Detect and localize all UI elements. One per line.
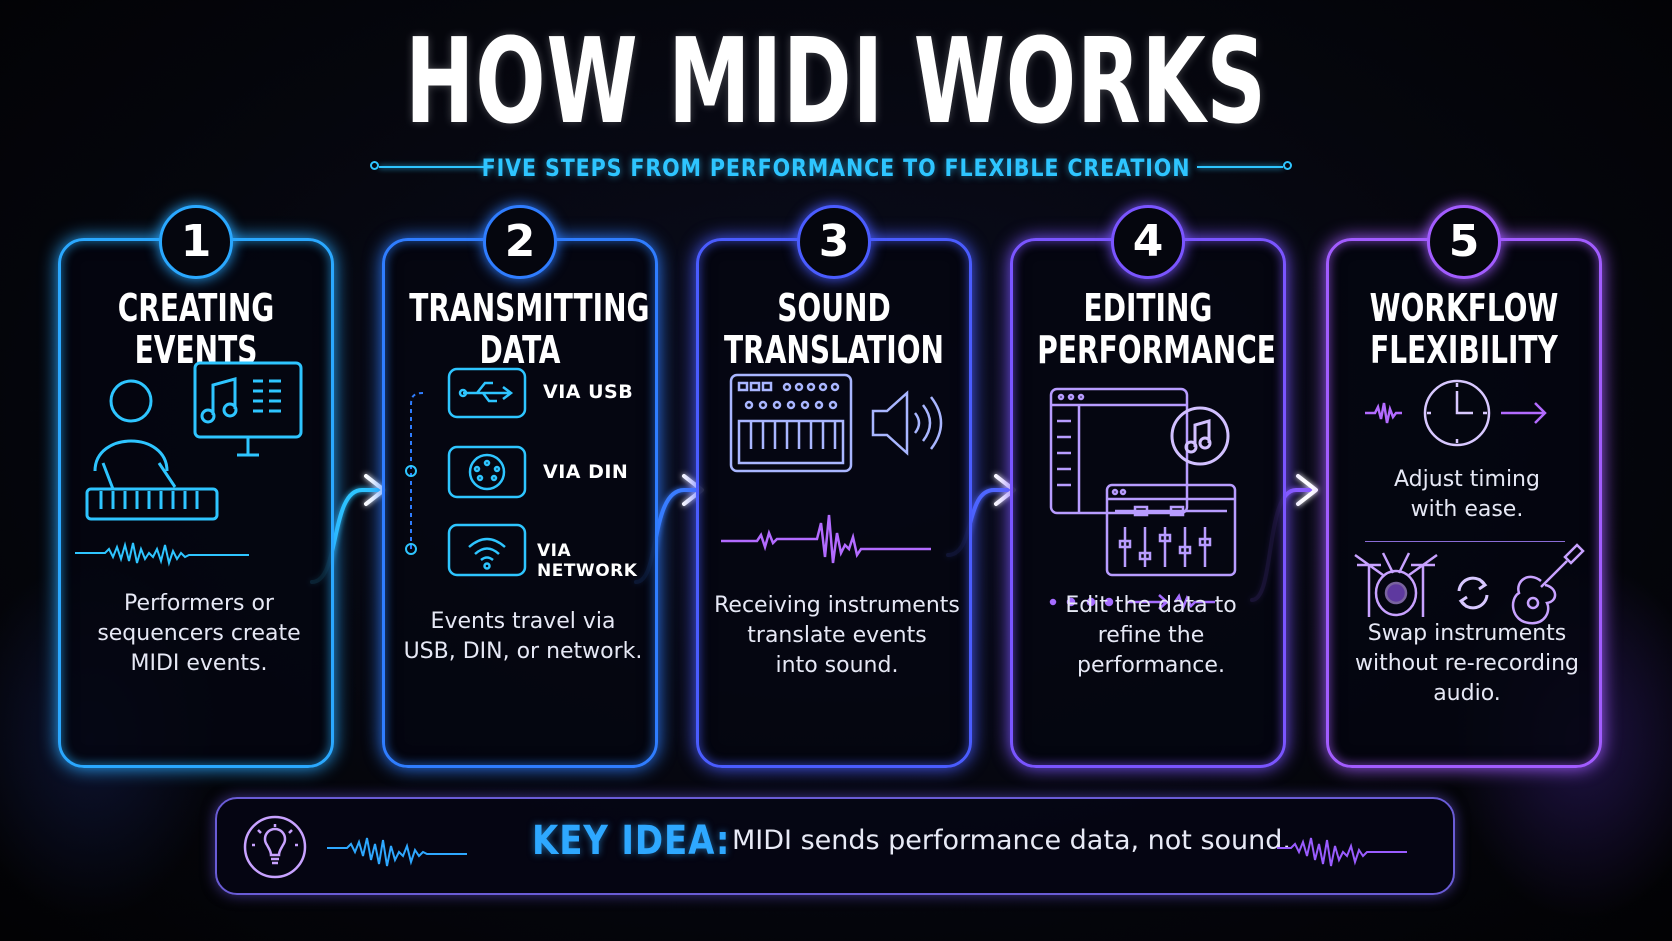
person-at-keyboard-icon [83, 371, 223, 531]
step-number-badge: 3 [797, 205, 871, 279]
step-card-4: 4 EDITING PERFORMANCE [1010, 205, 1286, 768]
subtitle-dot-right [1283, 161, 1292, 170]
page-subtitle: FIVE STEPS FROM PERFORMANCE TO FLEXIBLE … [481, 154, 1191, 182]
wifi-icon [447, 523, 527, 577]
step-card-5: 5 WORKFLOW FLEXIBILITY Adjust timing wit… [1326, 205, 1602, 768]
connection-bus-line [405, 392, 424, 555]
clock-icon [1365, 377, 1565, 449]
step-title-line: CREATING [117, 286, 275, 330]
step-description: Receiving instruments translate events i… [709, 591, 965, 681]
timing-description-line: Adjust timing [1394, 467, 1540, 492]
step-title-line: TRANSMITTING [409, 286, 650, 330]
waveform-icon [75, 531, 305, 575]
step-title: EDITING PERFORMANCE [1037, 286, 1276, 372]
step-description-line: MIDI events. [130, 651, 268, 676]
waveform-icon [721, 509, 953, 573]
mixer-window-icon [1105, 483, 1237, 577]
step-description-line: Swap instruments [1367, 621, 1567, 646]
divider [1365, 541, 1565, 542]
step-number-badge: 1 [159, 205, 233, 279]
step-title-line: EDITING [1083, 286, 1213, 330]
data-flow-icon [1043, 587, 1263, 617]
step-title-line: TRANSLATION [723, 328, 945, 372]
key-idea-box: KEY IDEA: MIDI sends performance data, n… [215, 797, 1455, 895]
subtitle-dot-left [370, 161, 379, 170]
step-description-line: translate events [747, 623, 927, 648]
timing-description: Adjust timing with ease. [1339, 465, 1595, 525]
via-usb-label: VIA USB [543, 381, 634, 403]
via-network-label: VIA NETWORK [537, 541, 638, 581]
timing-description-line: with ease. [1410, 497, 1524, 522]
waveform-icon [327, 821, 517, 875]
step-description-line: sequencers create [97, 621, 301, 646]
via-din-label: VIA DIN [543, 461, 629, 483]
key-idea-text: MIDI sends performance data, not sound. [732, 825, 1291, 856]
synth-module-icon [729, 373, 853, 473]
step-description-line: refine the [1097, 623, 1205, 648]
key-idea-label: KEY IDEA: [532, 818, 731, 864]
step-title: SOUND TRANSLATION [723, 287, 944, 371]
step-title: WORKFLOW FLEXIBILITY [1353, 287, 1574, 371]
music-note-icon [1169, 405, 1231, 467]
page-title: HOW MIDI WORKS [405, 12, 1267, 150]
step-description: Events travel via USB, DIN, or network. [395, 607, 651, 667]
step-description-line: into sound. [775, 653, 899, 678]
din-connector-icon [447, 445, 527, 499]
drum-kit-icon [1353, 545, 1439, 625]
step-card-3: 3 SOUND TRANSLATION Receiving instrument… [696, 205, 972, 768]
speaker-icon [867, 383, 949, 463]
waveform-icon [1277, 821, 1437, 875]
step-description-line: without re-recording [1354, 651, 1580, 676]
subtitle-line-left [379, 166, 489, 168]
monitor-music-icon [191, 359, 305, 459]
step-description-line: Events travel via [430, 609, 616, 634]
step-title-line: PERFORMANCE [1037, 328, 1276, 372]
step-number-badge: 2 [483, 205, 557, 279]
swap-icon [1451, 571, 1495, 615]
step-description-line: Edit the data to [1065, 593, 1237, 618]
lightbulb-icon [243, 815, 307, 879]
step-description: Performers or sequencers create MIDI eve… [71, 589, 327, 679]
step-description-line: USB, DIN, or network. [403, 639, 643, 664]
usb-icon [447, 367, 527, 419]
step-number-badge: 4 [1111, 205, 1185, 279]
step-title-line: FLEXIBILITY [1370, 328, 1558, 372]
step-number-badge: 5 [1427, 205, 1501, 279]
step-title: CREATING EVENTS [85, 287, 306, 371]
step-description: Edit the data to refine the performance. [1023, 591, 1279, 681]
step-title: TRANSMITTING DATA [409, 286, 650, 372]
step-description-line: Performers or [124, 591, 274, 616]
step-description-line: Receiving instruments [714, 593, 960, 618]
step-title-line: SOUND [777, 286, 891, 330]
flow-arrow-head-4-5 [1296, 474, 1318, 506]
step-description: Swap instruments without re-recording au… [1339, 619, 1595, 709]
step-title-line: DATA [479, 328, 561, 372]
step-title-line: WORKFLOW [1369, 286, 1559, 330]
step-description-line: audio. [1433, 681, 1501, 706]
subtitle-row: FIVE STEPS FROM PERFORMANCE TO FLEXIBLE … [0, 152, 1672, 182]
subtitle-line-right [1197, 166, 1283, 168]
guitar-icon [1505, 541, 1585, 631]
step-card-2: 2 TRANSMITTING DATA VIA USB VIA DIN VIA … [382, 205, 658, 768]
step-card-1: 1 CREATING EVENTS Performers or sequence… [58, 205, 334, 768]
step-description-line: performance. [1077, 653, 1225, 678]
